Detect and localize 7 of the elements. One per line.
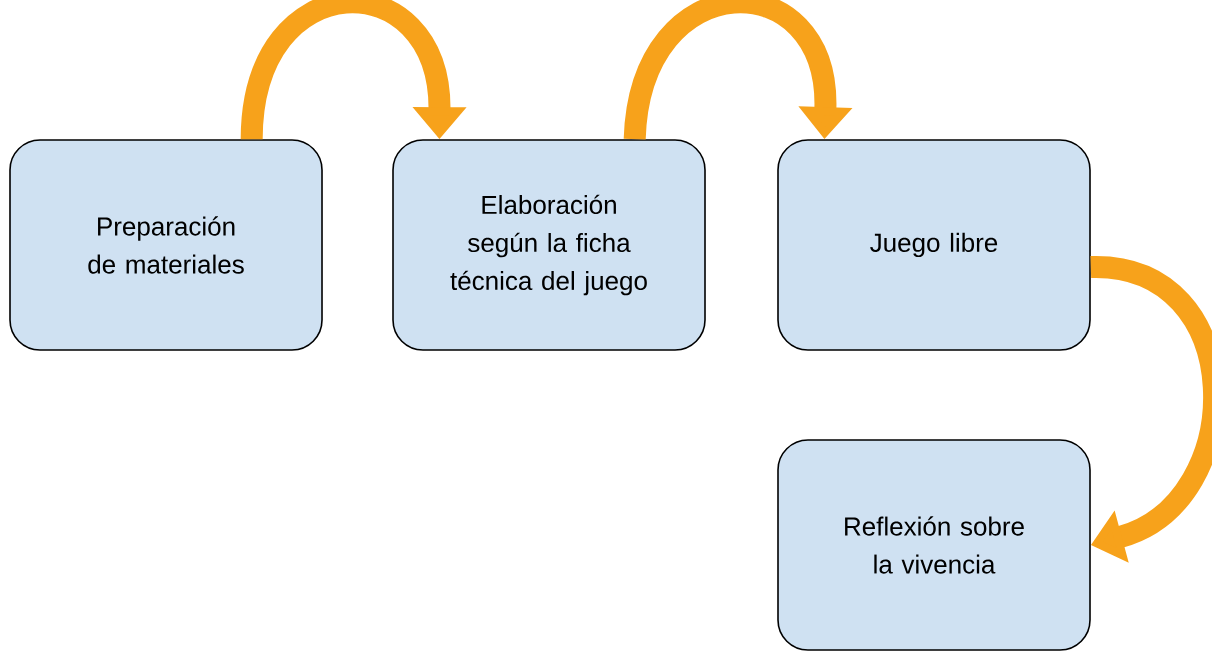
- process-box: Elaboración según la ficha técnica del juego: [392, 139, 706, 351]
- process-box: Reflexión sobre la vivencia: [777, 439, 1091, 651]
- curved-arrow: [240, 0, 467, 141]
- curved-arrow: [623, 0, 853, 141]
- process-box: Preparación de materiales: [9, 139, 323, 351]
- process-box: Juego libre: [777, 139, 1091, 351]
- curved-arrow: [1089, 256, 1212, 563]
